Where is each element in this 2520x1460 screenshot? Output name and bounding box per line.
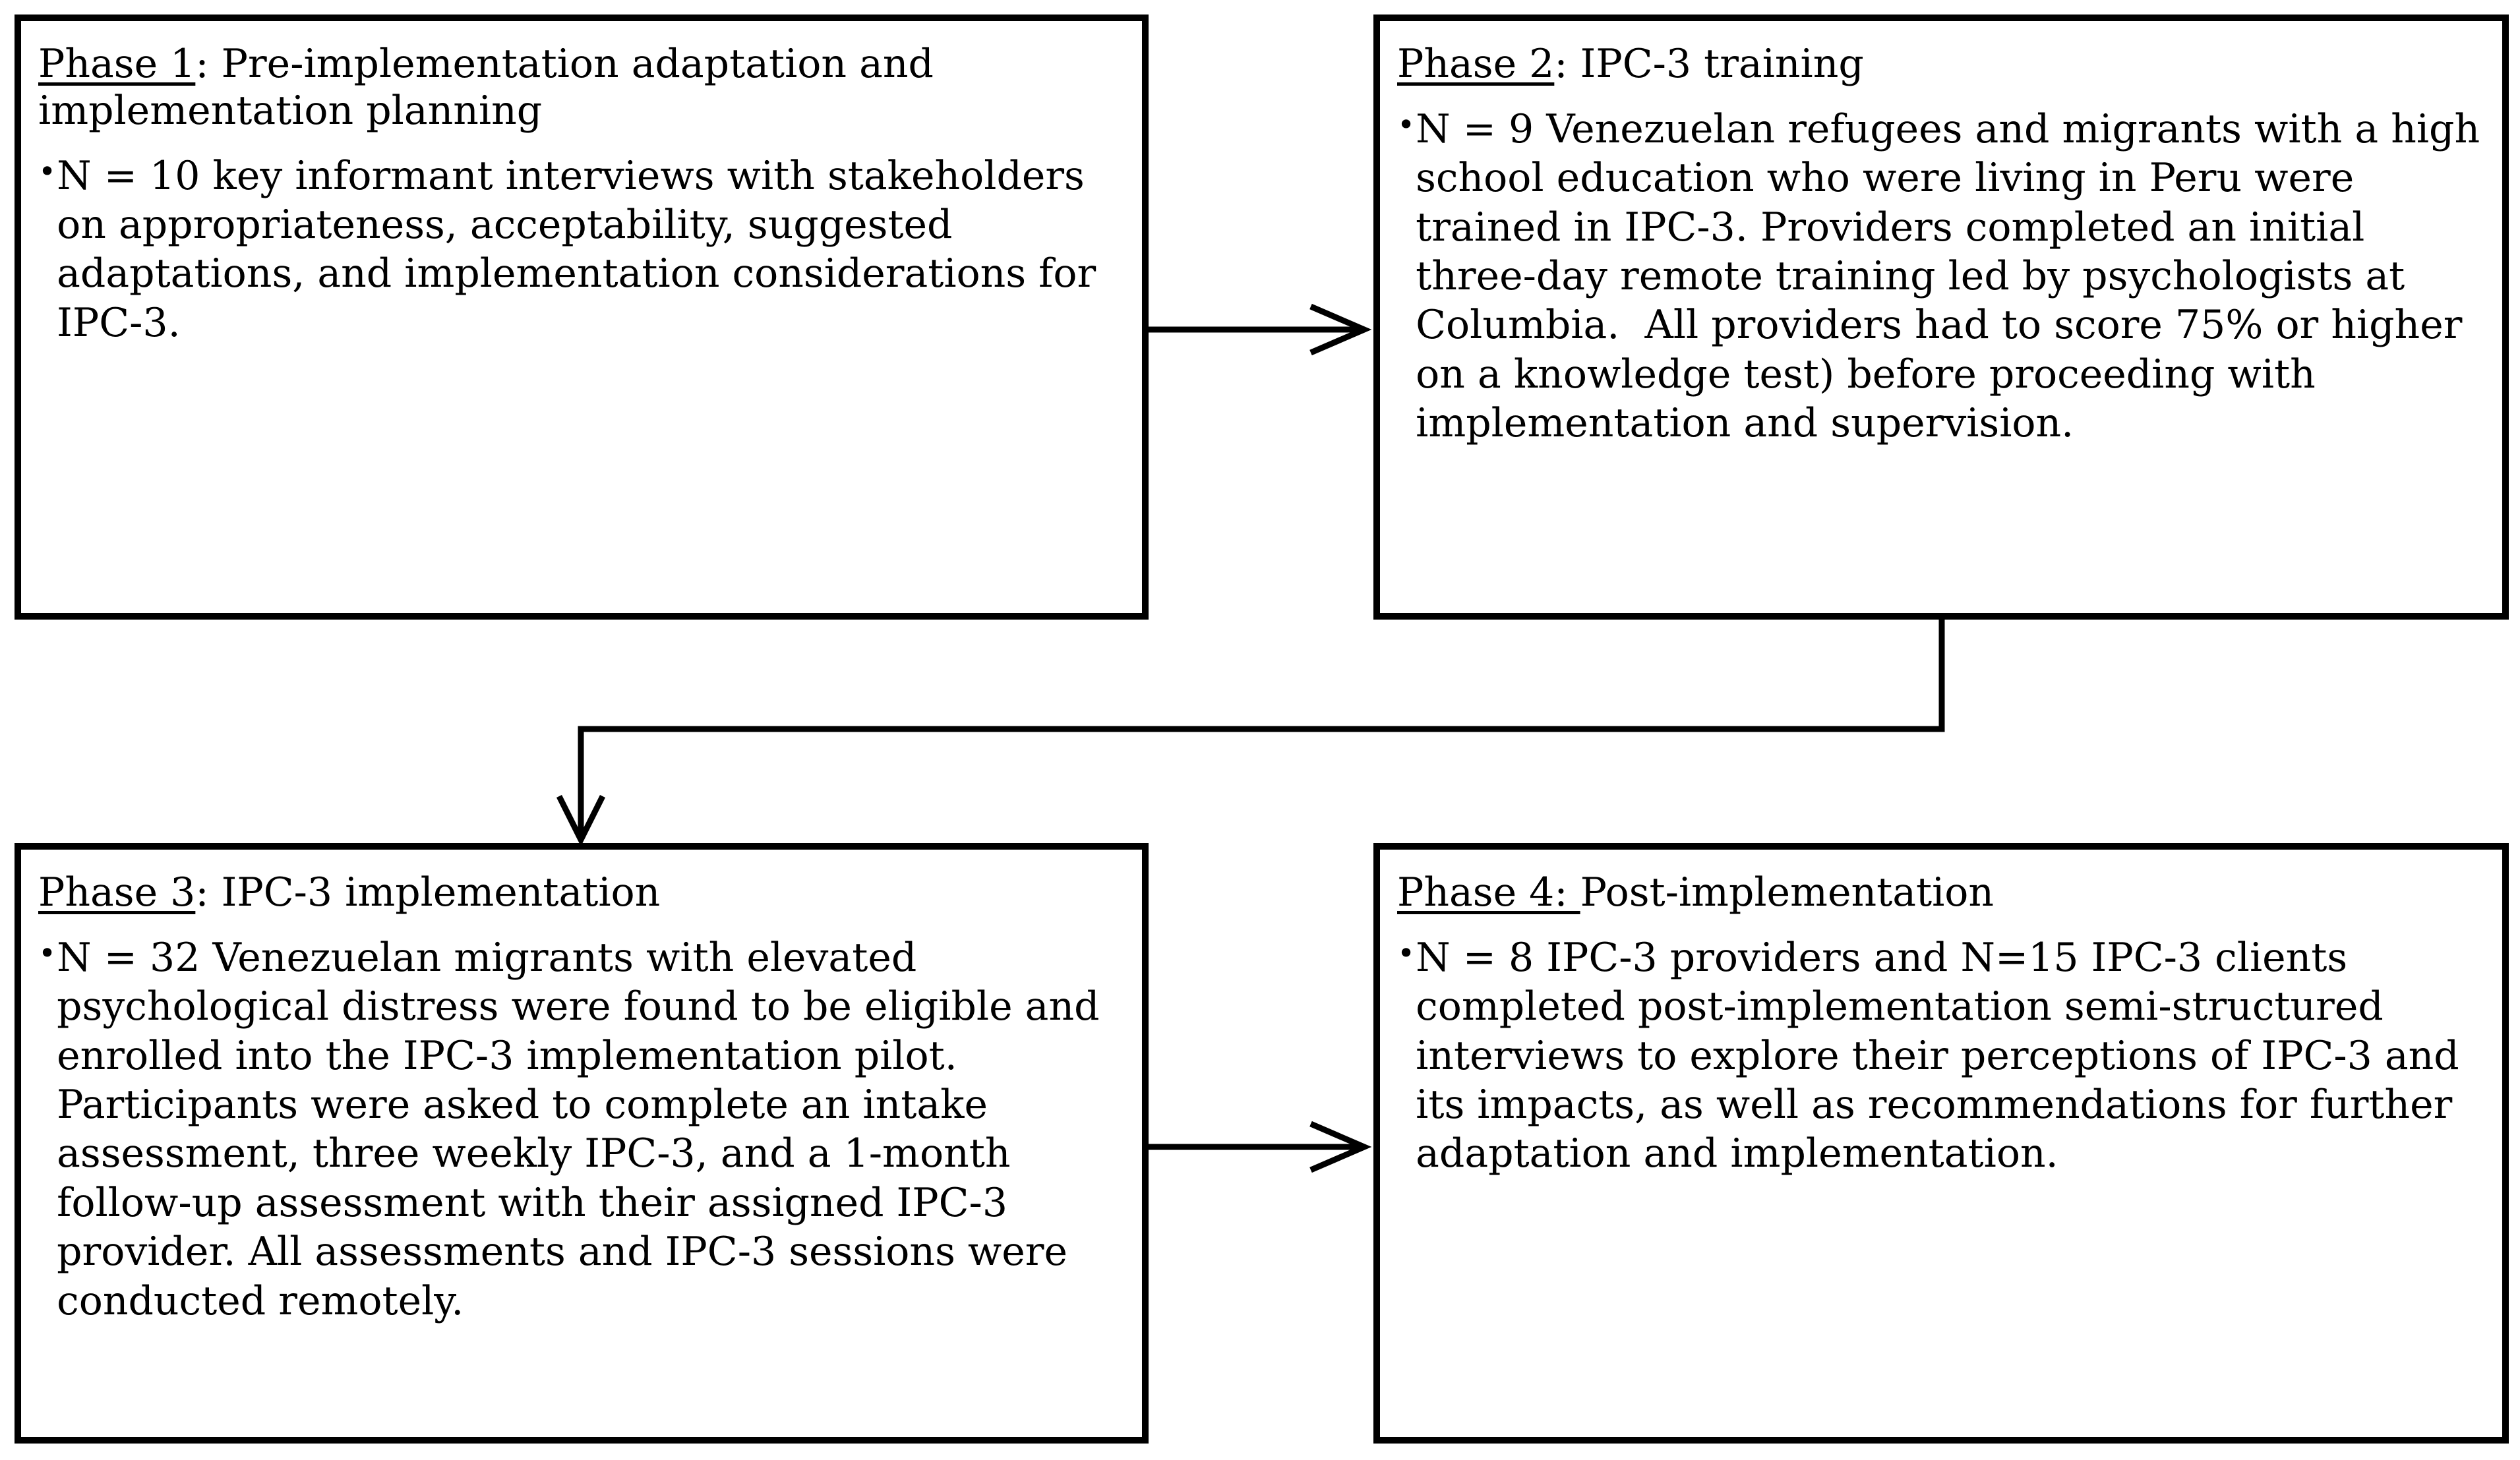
phase-4-bullet: • N = 8 IPC-3 providers and N=15 IPC-3 c… bbox=[1397, 933, 2485, 1179]
phase-2-box: Phase 2: IPC-3 training • N = 9 Venezuel… bbox=[1373, 15, 2509, 620]
phase-4-body: N = 8 IPC-3 providers and N=15 IPC-3 cli… bbox=[1416, 934, 2472, 1177]
phase-4-label: Phase 4: bbox=[1397, 869, 1580, 916]
phase-2-bullet: • N = 9 Venezuelan refugees and migrants… bbox=[1397, 105, 2485, 448]
phase-1-box: Phase 1: Pre-implementation adaptation a… bbox=[15, 15, 1149, 620]
arrow-elbow-down-icon bbox=[556, 617, 1945, 847]
bullet-icon: • bbox=[38, 935, 57, 971]
phase-3-body: N = 32 Venezuelan migrants with elevated… bbox=[57, 934, 1112, 1324]
phase-4-heading-rest: Post-implementation bbox=[1580, 869, 1995, 916]
phase-4-box: Phase 4: Post-implementation • N = 8 IPC… bbox=[1373, 843, 2509, 1444]
phase-1-bullet: • N = 10 key informant interviews with s… bbox=[38, 152, 1125, 348]
connector-phase3-to-phase4 bbox=[1144, 1101, 1372, 1193]
connector-phase1-to-phase2 bbox=[1144, 283, 1372, 376]
phase-1-heading-rest: : Pre-implementation adaptation and impl… bbox=[38, 41, 947, 134]
phase-3-label: Phase 3 bbox=[38, 869, 196, 916]
bullet-icon: • bbox=[1397, 106, 1416, 142]
phase-4-heading: Phase 4: Post-implementation bbox=[1397, 869, 2485, 916]
phase-2-label: Phase 2 bbox=[1397, 41, 1555, 87]
phase-2-body: N = 9 Venezuelan refugees and migrants w… bbox=[1416, 105, 2493, 447]
phase-3-box: Phase 3: IPC-3 implementation • N = 32 V… bbox=[15, 843, 1149, 1444]
phase-2-heading-rest: : IPC-3 training bbox=[1554, 41, 1864, 87]
bullet-icon: • bbox=[38, 153, 57, 189]
phase-1-label: Phase 1 bbox=[38, 41, 196, 87]
arrow-right-icon bbox=[1144, 1121, 1372, 1173]
bullet-icon: • bbox=[1397, 935, 1416, 971]
connector-phase2-to-phase3 bbox=[556, 613, 1958, 847]
phase-1-heading: Phase 1: Pre-implementation adaptation a… bbox=[38, 41, 1125, 134]
phase-3-heading: Phase 3: IPC-3 implementation bbox=[38, 869, 1125, 916]
arrow-right-icon bbox=[1144, 303, 1372, 356]
phase-1-body: N = 10 key informant interviews with sta… bbox=[57, 152, 1109, 346]
phase-2-heading: Phase 2: IPC-3 training bbox=[1397, 41, 2485, 88]
phase-3-bullet: • N = 32 Venezuelan migrants with elevat… bbox=[38, 933, 1125, 1326]
phase-3-heading-rest: : IPC-3 implementation bbox=[195, 869, 661, 916]
